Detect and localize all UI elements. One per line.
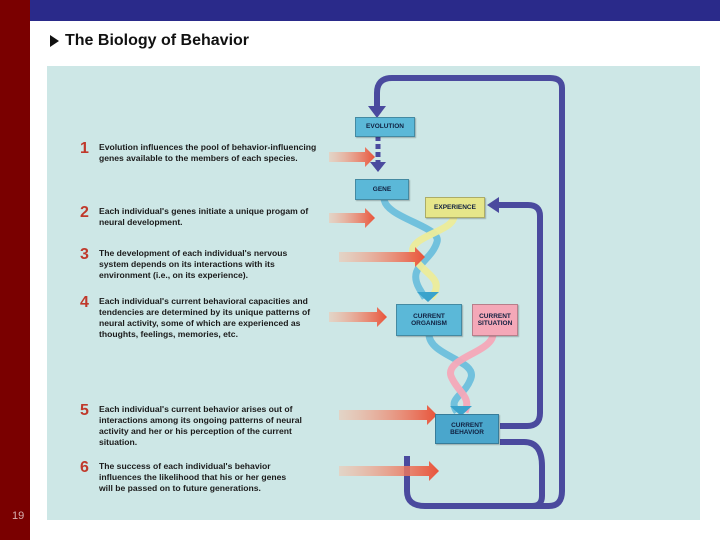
box-experience: EXPERIENCE <box>425 197 485 218</box>
red-arrow-6 <box>339 461 439 481</box>
dashed-arrowhead-gene <box>370 162 386 172</box>
step-text: Each individual's genes initiate a uniqu… <box>99 206 309 227</box>
loop-arrow-behavior-to-experience <box>495 202 543 429</box>
red-arrow-1 <box>329 147 375 167</box>
step-number: 5 <box>80 402 89 419</box>
step-number: 2 <box>80 204 89 221</box>
box-current-organism: CURRENT ORGANISM <box>396 304 462 336</box>
step-number: 4 <box>80 294 89 311</box>
step-text: Each individual's current behavioral cap… <box>99 296 311 339</box>
diagram-panel: EVOLUTION GENE EXPERIENCE CURRENT ORGANI… <box>47 66 700 520</box>
loop-arrowhead-experience <box>487 197 499 213</box>
loop-arrow-right-side <box>374 75 565 509</box>
step-number: 3 <box>80 246 89 263</box>
step-text: Each individual's current behavior arise… <box>99 404 302 447</box>
red-arrow-3 <box>339 247 425 267</box>
step-text: The success of each individual's behavio… <box>99 461 287 493</box>
box-current-behavior: CURRENT BEHAVIOR <box>435 414 499 444</box>
left-accent-bar <box>0 0 30 540</box>
step-text: The development of each individual's ner… <box>99 248 288 280</box>
red-arrow-4 <box>329 307 387 327</box>
box-evolution: EVOLUTION <box>355 117 415 137</box>
box-gene: GENE <box>355 179 409 200</box>
helix-arrowhead-behavior <box>450 406 472 416</box>
step-number: 1 <box>80 140 89 157</box>
helix-pink-strand-lower <box>447 333 497 414</box>
red-arrow-5 <box>339 405 437 425</box>
slide-title: The Biology of Behavior <box>50 32 249 50</box>
step-number: 6 <box>80 459 89 476</box>
red-arrow-2 <box>329 208 375 228</box>
helix-blue-strand-upper <box>380 197 441 300</box>
box-current-situation: CURRENT SITUATION <box>472 304 518 336</box>
diagram-graphics <box>329 75 565 509</box>
top-accent-bar <box>30 0 720 21</box>
slide-title-text: The Biology of Behavior <box>65 32 250 49</box>
helix-arrowhead-organism <box>417 292 439 302</box>
page-number: 19 <box>12 510 25 522</box>
helix-blue-strand-lower <box>425 333 475 415</box>
play-bullet-icon <box>50 35 59 47</box>
step-text: Evolution influences the pool of behavio… <box>99 142 317 163</box>
loop-arrowhead-evolution <box>368 106 386 118</box>
